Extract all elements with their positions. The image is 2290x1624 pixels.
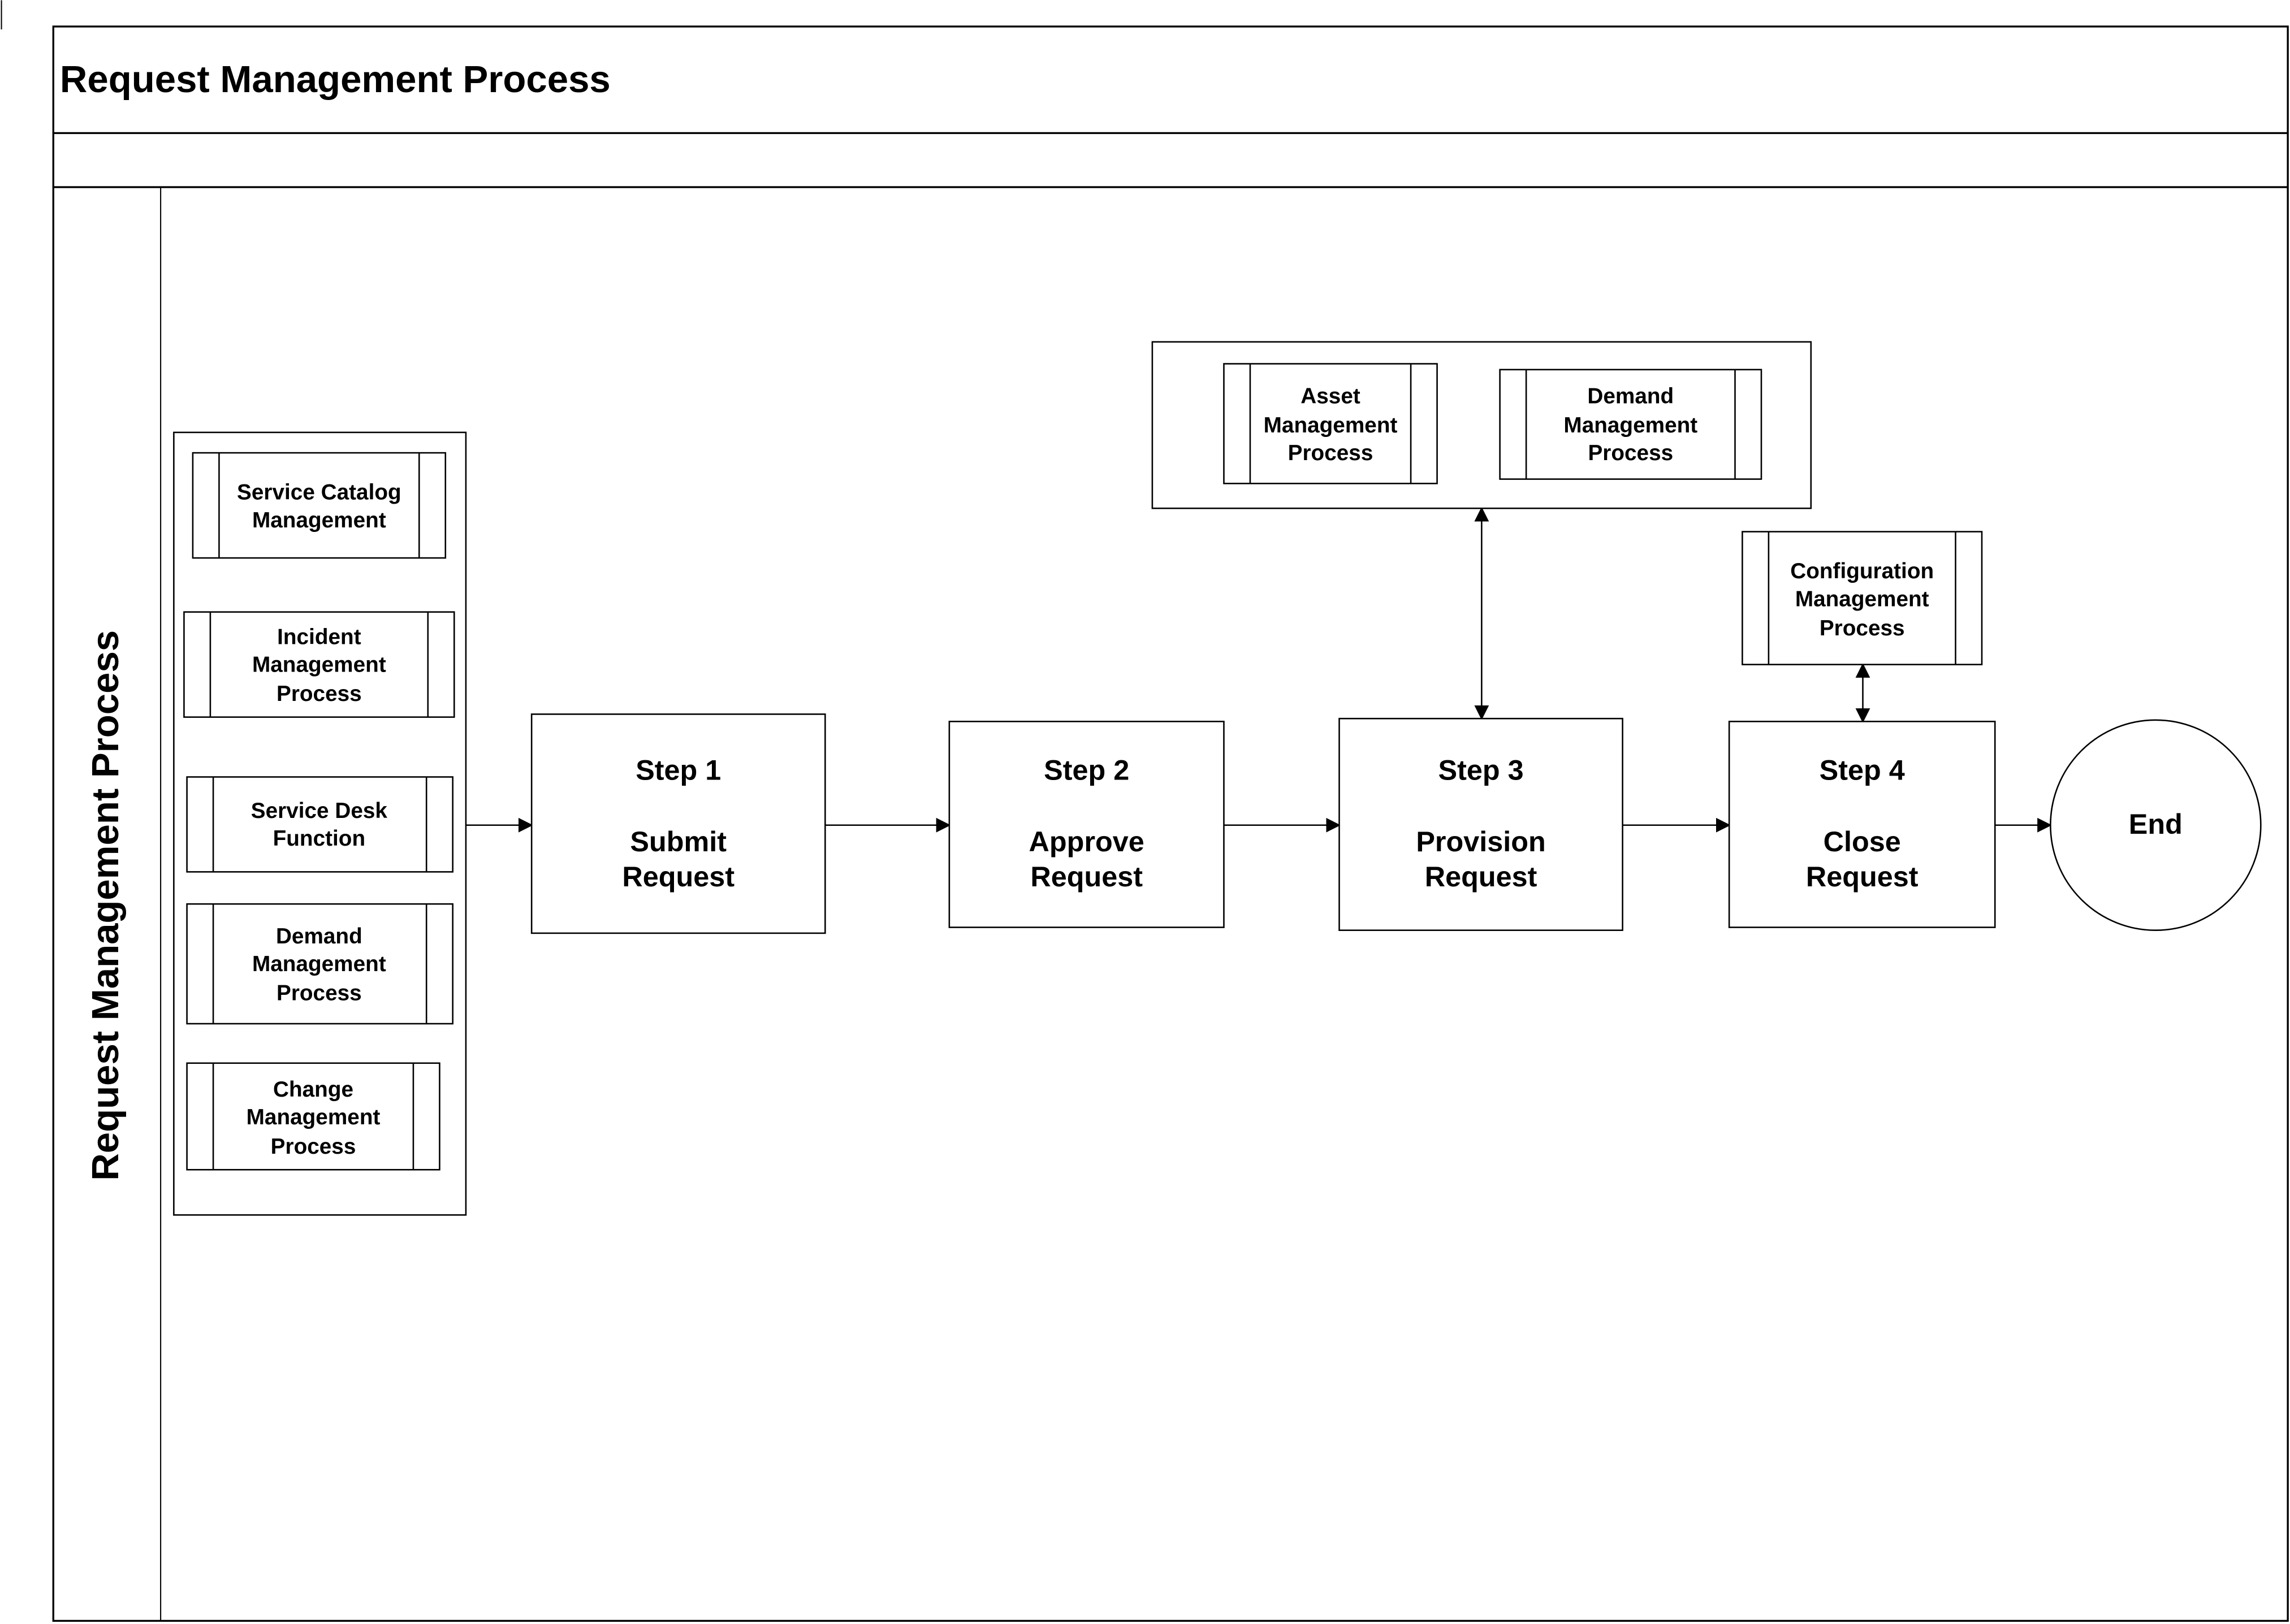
page-title: Request Management Process	[60, 58, 611, 101]
svg-text:End: End	[2129, 808, 2183, 840]
lane-label: Request Management Process	[84, 630, 127, 1181]
end-node[interactable]: End	[2050, 719, 2262, 932]
swimlane-frame	[52, 25, 2289, 1622]
